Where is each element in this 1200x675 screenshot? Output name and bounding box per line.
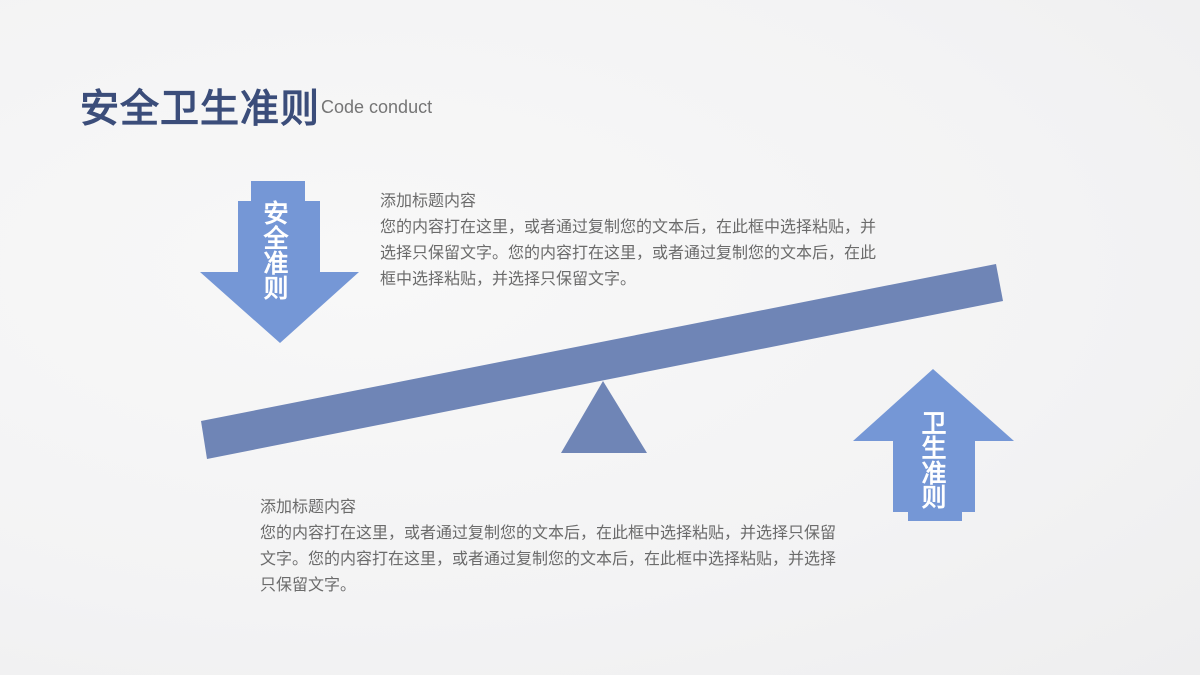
up-arrow-label-char: 生 — [921, 434, 946, 463]
down-arrow-label-char: 准 — [263, 249, 288, 278]
down-arrow-label-char: 安 — [263, 199, 288, 228]
up-arrow-label-char: 卫 — [921, 409, 946, 438]
down-arrow-label-char: 全 — [262, 224, 289, 253]
down-arrow: 安 全 准 则 — [200, 181, 359, 343]
seesaw-fulcrum — [561, 381, 647, 453]
text-block-heading: 添加标题内容 — [260, 497, 357, 516]
text-block-body: 您的内容打在这里，或者通过复制您的文本后，在此框中选择粘贴，并选择只保留文字。您… — [260, 523, 837, 594]
up-arrow: 卫 生 准 则 — [853, 369, 1014, 521]
text-block-bottom: 添加标题内容 您的内容打在这里，或者通过复制您的文本后，在此框中选择粘贴，并选择… — [260, 494, 850, 598]
down-arrow-shape — [200, 181, 359, 343]
seesaw-beam — [201, 264, 1003, 459]
slide-title: 安全卫生准则 — [80, 87, 321, 132]
text-block-body: 您的内容打在这里，或者通过复制您的文本后，在此框中选择粘贴，并选择只保留文字。您… — [380, 217, 877, 288]
up-arrow-label-char: 则 — [921, 483, 946, 512]
up-arrow-shape — [853, 369, 1014, 521]
slide-subtitle: Code conduct — [321, 97, 433, 117]
down-arrow-label-char: 则 — [263, 274, 288, 303]
text-block-top: 添加标题内容 您的内容打在这里，或者通过复制您的文本后，在此框中选择粘贴，并选择… — [380, 188, 880, 292]
text-block-heading: 添加标题内容 — [380, 191, 477, 210]
up-arrow-label-char: 准 — [921, 459, 946, 488]
